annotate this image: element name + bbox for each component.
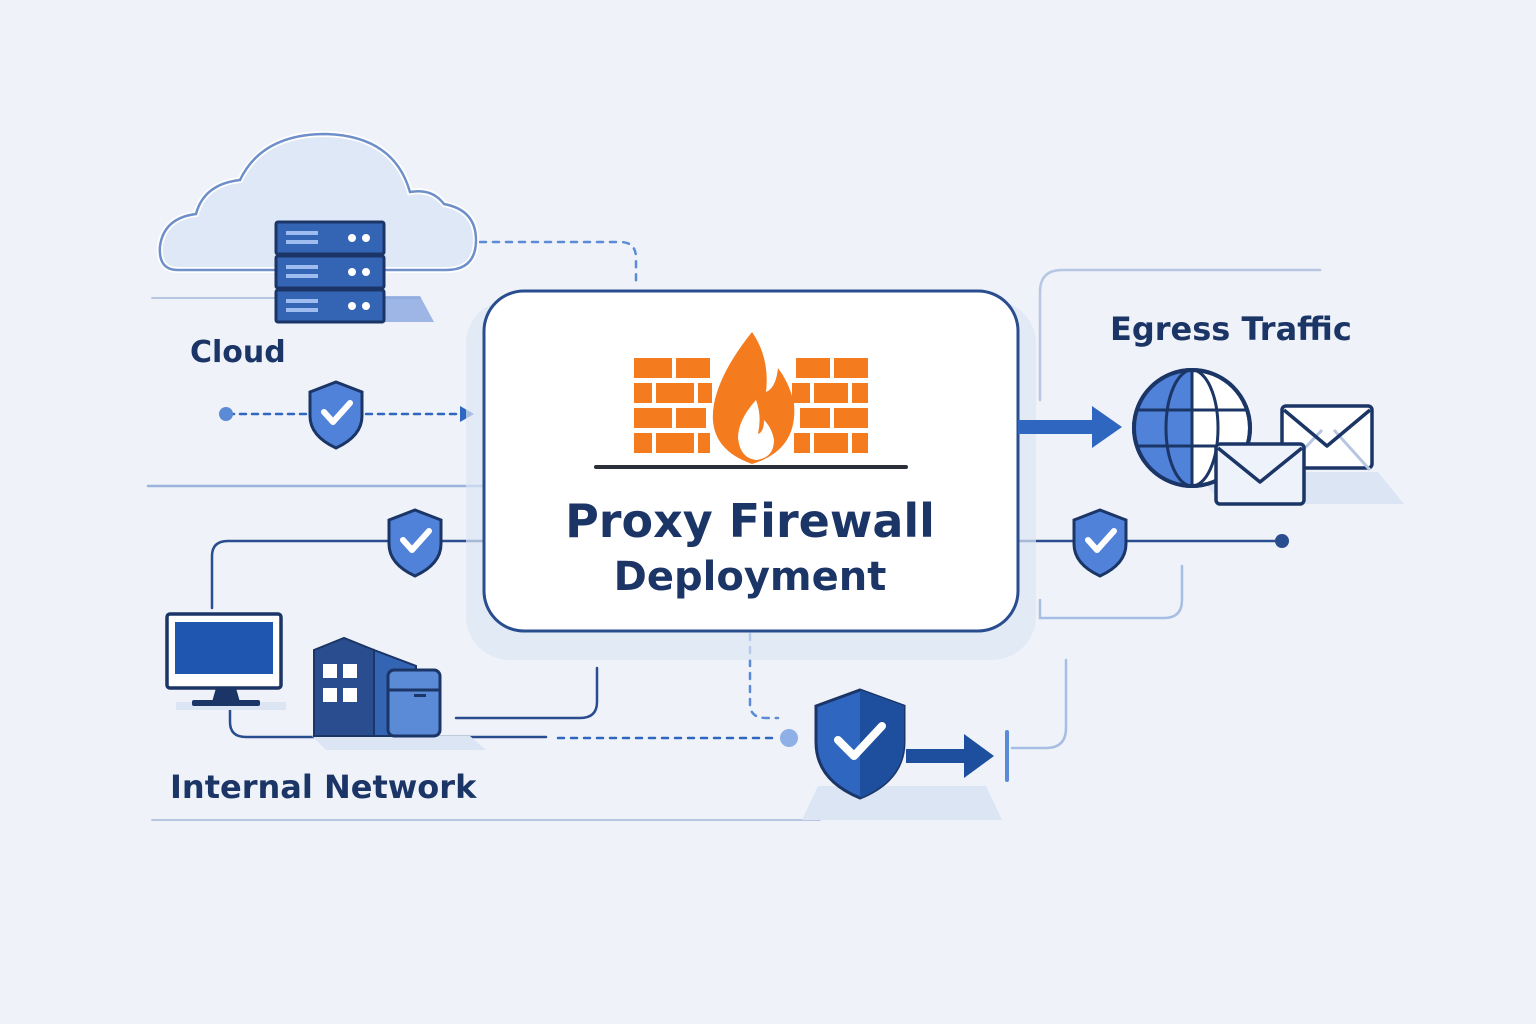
cloud-label: Cloud — [190, 335, 286, 370]
connector-lines — [146, 240, 1322, 821]
desktop-monitor-icon — [165, 612, 286, 710]
egress-label: Egress Traffic — [1110, 310, 1352, 348]
shield-check-icon — [308, 380, 364, 450]
cloud-icon — [156, 130, 480, 273]
brick-wall-flame-icon — [594, 332, 908, 469]
bottom-line-end-dot — [780, 729, 798, 747]
arrow-right-icon — [906, 734, 994, 778]
shield-check-icon — [802, 688, 1002, 820]
building-to-card-line — [454, 666, 599, 720]
bottom-right-return-line — [1010, 658, 1068, 750]
cloud-line-start-dot — [219, 407, 233, 421]
shield-check-icon — [1072, 508, 1128, 578]
internal-lower-line — [228, 698, 548, 739]
arrow-right-icon — [1018, 406, 1122, 448]
egress-line-end-dot — [1275, 534, 1289, 548]
card-bottom-dotted-line — [748, 632, 780, 720]
office-building-icon — [312, 636, 486, 750]
server-rack-icon — [274, 220, 434, 324]
shield-check-icon — [387, 508, 443, 578]
card-title-line1: Proxy Firewall — [565, 494, 935, 548]
cloud-to-firewall-dotted-line — [478, 240, 638, 284]
egress-lower-bracket — [1038, 564, 1184, 620]
internal-upper-line — [210, 539, 488, 610]
card-title-line2: Deployment — [614, 554, 887, 600]
envelope-icon — [1214, 442, 1306, 506]
egress-top-bracket — [1038, 268, 1322, 402]
internal-network-label: Internal Network — [170, 768, 477, 806]
